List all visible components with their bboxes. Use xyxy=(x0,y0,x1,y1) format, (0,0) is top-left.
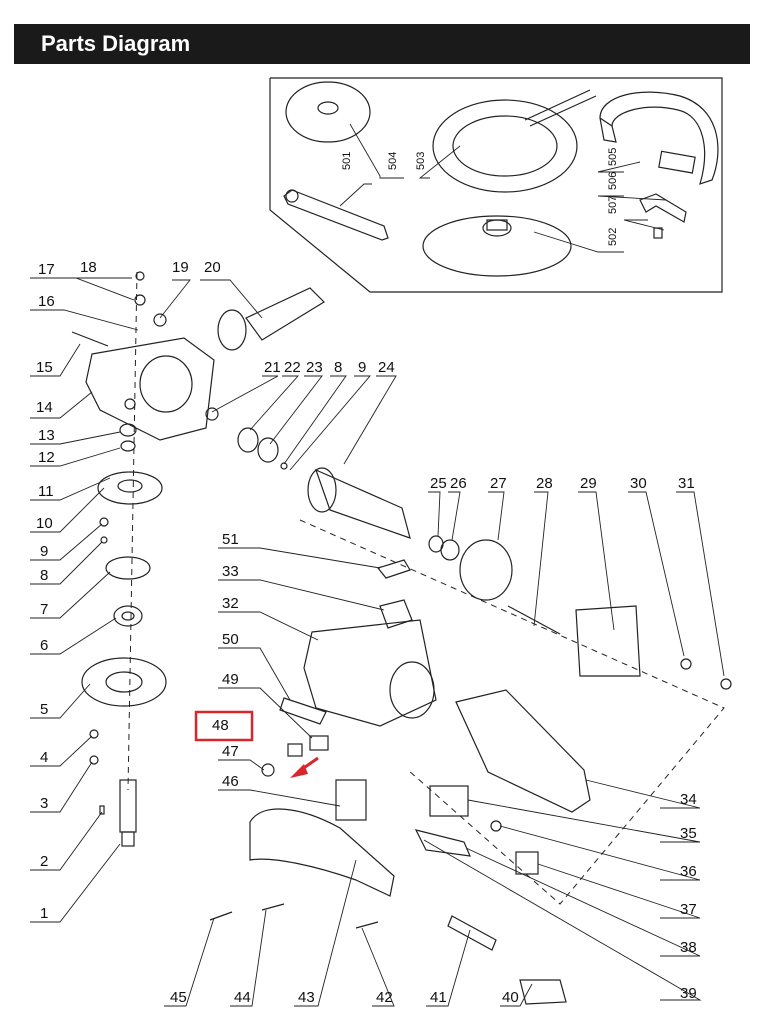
label-15: 15 xyxy=(36,359,53,376)
label-503: 503 xyxy=(415,152,427,170)
label-16: 16 xyxy=(38,293,55,310)
label-38: 38 xyxy=(680,939,697,956)
page-title: Parts Diagram xyxy=(41,31,191,56)
label-17: 17 xyxy=(38,261,55,278)
label-49: 49 xyxy=(222,671,239,688)
label-5: 5 xyxy=(40,701,48,718)
label-27: 27 xyxy=(490,475,507,492)
label-28: 28 xyxy=(536,475,553,492)
label-25: 25 xyxy=(430,475,447,492)
part-label-group: 17 18 19 20 16 15 14 13 12 11 10 9 8 7 6… xyxy=(36,259,697,1006)
label-3: 3 xyxy=(40,795,48,812)
accessory-box xyxy=(269,77,723,293)
leader-lines xyxy=(30,277,725,1007)
label-42: 42 xyxy=(376,989,393,1006)
label-2: 2 xyxy=(40,853,48,870)
label-12: 12 xyxy=(38,449,55,466)
label-14: 14 xyxy=(36,399,53,416)
label-23: 23 xyxy=(306,359,323,376)
label-34: 34 xyxy=(680,791,697,808)
label-44: 44 xyxy=(234,989,251,1006)
label-32: 32 xyxy=(222,595,239,612)
label-9-top: 9 xyxy=(358,359,366,376)
label-35: 35 xyxy=(680,825,697,842)
label-504: 504 xyxy=(387,152,399,170)
label-43: 43 xyxy=(298,989,315,1006)
label-40: 40 xyxy=(502,989,519,1006)
highlight-arrow-icon xyxy=(290,756,319,778)
main-assembly xyxy=(71,271,732,1005)
label-21: 21 xyxy=(264,359,281,376)
label-45: 45 xyxy=(170,989,187,1006)
label-51: 51 xyxy=(222,531,239,548)
label-13: 13 xyxy=(38,427,55,444)
label-505: 505 xyxy=(607,148,619,166)
label-22: 22 xyxy=(284,359,301,376)
label-46: 46 xyxy=(222,773,239,790)
label-30: 30 xyxy=(630,475,647,492)
label-502: 502 xyxy=(607,228,619,246)
label-506: 506 xyxy=(607,172,619,190)
label-31: 31 xyxy=(678,475,695,492)
label-37: 37 xyxy=(680,901,697,918)
label-1: 1 xyxy=(40,905,48,922)
label-9-left: 9 xyxy=(40,543,48,560)
label-41: 41 xyxy=(430,989,447,1006)
label-26: 26 xyxy=(450,475,467,492)
label-36: 36 xyxy=(680,863,697,880)
label-29: 29 xyxy=(580,475,597,492)
label-24: 24 xyxy=(378,359,395,376)
label-8-left: 8 xyxy=(40,567,48,584)
page-header: Parts Diagram xyxy=(14,24,750,64)
label-48: 48 xyxy=(212,717,229,734)
label-501: 501 xyxy=(341,152,353,170)
accessory-label-group: 501 502 503 504 505 506 507 xyxy=(341,148,619,246)
label-18: 18 xyxy=(80,259,97,276)
label-33: 33 xyxy=(222,563,239,580)
label-4: 4 xyxy=(40,749,48,766)
label-507: 507 xyxy=(607,196,619,214)
highlight-box xyxy=(194,710,254,742)
label-20: 20 xyxy=(204,259,221,276)
label-7: 7 xyxy=(40,601,48,618)
label-39: 39 xyxy=(680,985,697,1002)
label-19: 19 xyxy=(172,259,189,276)
label-47: 47 xyxy=(222,743,239,760)
label-50: 50 xyxy=(222,631,239,648)
label-6: 6 xyxy=(40,637,48,654)
label-11: 11 xyxy=(38,483,54,500)
label-8-top: 8 xyxy=(334,359,342,376)
label-10: 10 xyxy=(36,515,53,532)
